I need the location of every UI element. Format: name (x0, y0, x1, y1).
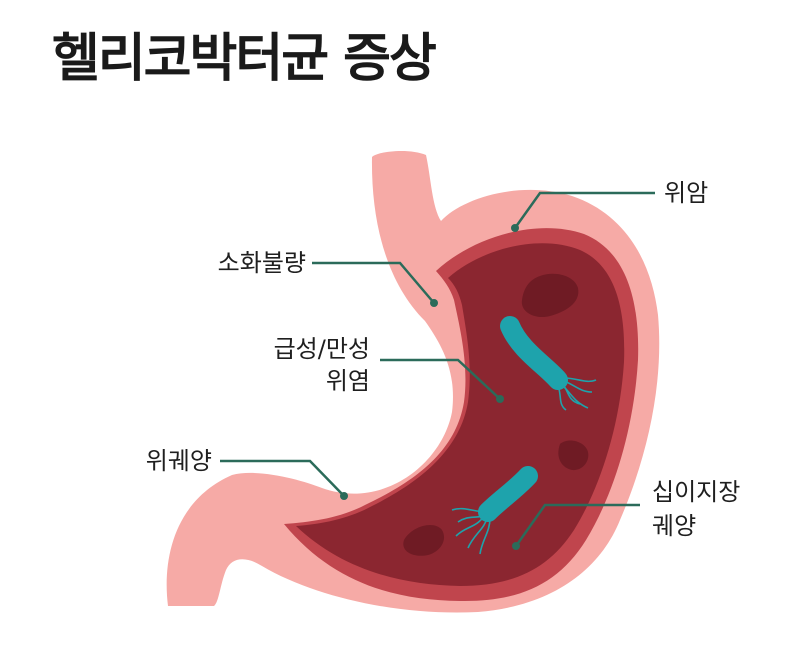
stomach-inner-lining (296, 243, 625, 586)
label-gastric-cancer: 위암 (664, 179, 708, 207)
lesion-right (558, 440, 589, 471)
label-gastric-ulcer: 위궤양 (146, 447, 212, 475)
lesion-upper (521, 273, 579, 318)
label-duodenal-line2: 궤양 (652, 512, 696, 540)
leader-dots (340, 224, 520, 550)
helicobacter-bacterium-icon (500, 316, 597, 411)
label-gastritis-line1: 급성/만성 (274, 335, 370, 363)
helicobacter-bacterium-icon (451, 466, 538, 555)
page-title: 헬리코박터균 증상 (52, 29, 437, 89)
label-duodenal-line1: 십이지장 (652, 478, 740, 506)
label-gastritis-line2: 위염 (326, 367, 370, 395)
label-indigestion: 소화불량 (218, 249, 306, 277)
lesion-lower (403, 525, 445, 556)
leader-lines (220, 191, 655, 547)
